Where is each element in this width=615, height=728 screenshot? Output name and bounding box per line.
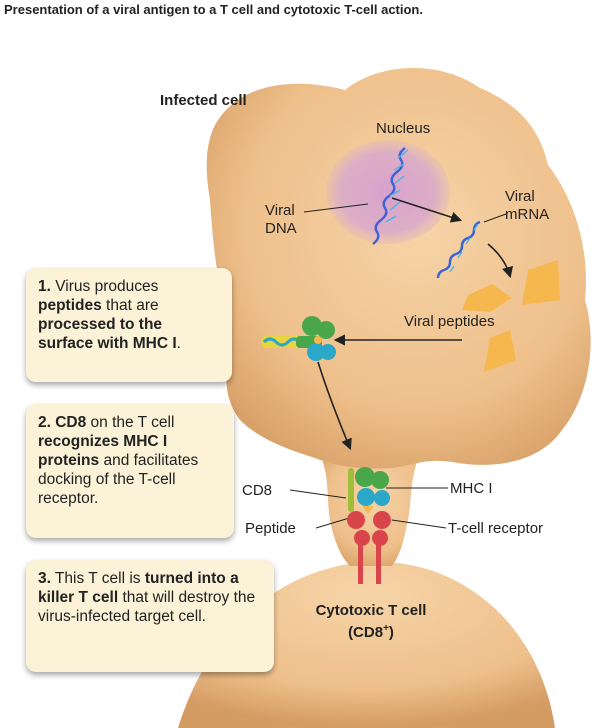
arrow-transcription [391, 197, 463, 223]
viral-dna-strand [372, 147, 406, 245]
viral-peptide-fragment [462, 284, 512, 312]
mhc1-tcr-synapse [347, 467, 391, 584]
leader-cd8 [289, 489, 347, 499]
mhc1-complex-cytoplasm [262, 316, 336, 361]
label-viral-dna: Viral DNA [265, 202, 297, 238]
label-infected-cell: Infected cell [160, 92, 247, 109]
leader-viral-mrna [483, 213, 507, 223]
nucleus [326, 140, 450, 244]
label-viral-peptides: Viral peptides [404, 313, 495, 330]
label-cytotoxic-t-cell-line1: Cytotoxic T cell [315, 602, 427, 619]
step-box-3: 3. This T cell is turned into a killer T… [26, 560, 274, 672]
label-t-cell-receptor: T-cell receptor [448, 520, 544, 537]
viral-peptide-fragment [484, 330, 516, 372]
viral-peptide-fragment [522, 260, 560, 305]
step-box-2: 2. CD8 on the T cell recognizes MHC I pr… [26, 404, 234, 538]
step-box-1: 1. Virus produces peptides that are proc… [26, 268, 232, 382]
figure-title: Presentation of a viral antigen to a T c… [4, 2, 423, 17]
label-viral-dna-line2: DNA [265, 220, 297, 237]
arrow-translation [487, 243, 513, 279]
label-viral-dna-line1: Viral [265, 202, 295, 219]
viral-mrna-strand [436, 220, 481, 279]
label-viral-mrna-line2: mRNA [505, 206, 550, 223]
leader-viral-dna [303, 203, 369, 213]
label-peptide: Peptide [245, 520, 296, 537]
label-cytotoxic-t-cell: Cytotoxic T cell (CD8+) [296, 602, 446, 642]
label-cytotoxic-t-cell-line2: (CD8+) [348, 623, 394, 641]
label-viral-mrna: Viral mRNA [505, 188, 549, 224]
infected-cell-body [206, 67, 591, 469]
leader-tcr [391, 519, 447, 529]
label-viral-mrna-line1: Viral [505, 188, 535, 205]
arrow-to-surface [317, 361, 352, 451]
label-mhc1: MHC I [450, 480, 493, 497]
label-cd8: CD8 [242, 482, 273, 499]
label-nucleus: Nucleus [376, 120, 431, 137]
